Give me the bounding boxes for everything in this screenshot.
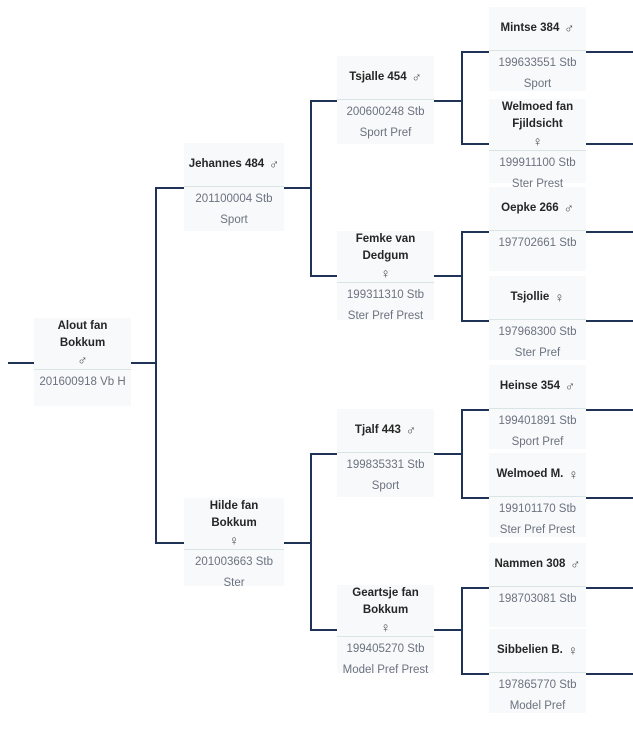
female-icon: ♀ — [380, 620, 391, 635]
connector-line — [461, 51, 463, 145]
registration-info: 198703081 Stb — [498, 593, 577, 605]
horse-name: Mintse 384 ♂ — [489, 7, 586, 51]
pedigree-node-nammen-308[interactable]: Nammen 308 ♂ 198703081 Stb — [489, 543, 586, 627]
horse-name: Nammen 308 ♂ — [489, 543, 586, 587]
male-icon: ♂ — [563, 201, 574, 216]
horse-name-label: Oepke 266 — [501, 202, 559, 214]
horse-name-label: Welmoed fan Fjildsicht — [501, 101, 574, 130]
horse-name: Geartsje fan Bokkum ♀ — [337, 585, 434, 637]
horse-name-label: Alout fan Bokkum — [57, 320, 108, 349]
registration-info: 199101170 Stb Ster Pref Prest — [498, 503, 577, 536]
horse-name-label: Welmoed M. — [496, 468, 564, 480]
male-icon: ♂ — [570, 557, 581, 572]
female-icon: ♀ — [568, 467, 579, 482]
registration-info: 199633551 Stb Sport — [498, 57, 577, 90]
horse-name-label: Femke van Dedgum — [355, 233, 416, 262]
pedigree-node-welmoed-m[interactable]: Welmoed M. ♀ 199101170 Stb Ster Pref Pres… — [489, 453, 586, 537]
connector-line — [461, 587, 463, 675]
horse-name-label: Jehannes 484 — [188, 158, 265, 170]
pedigree-node-mintse-384[interactable]: Mintse 384 ♂ 199633551 Stb Sport — [489, 7, 586, 91]
horse-name-label: Sibbelien B. — [497, 644, 563, 656]
horse-name-label: Tsjalle 454 — [349, 71, 407, 83]
horse-name: Tsjalle 454 ♂ — [337, 56, 434, 100]
registration-info: 199311310 Stb Ster Pref Prest — [346, 289, 425, 322]
horse-name: Alout fan Bokkum ♂ — [34, 318, 131, 370]
female-icon: ♀ — [380, 266, 391, 281]
horse-name: Oepke 266 ♂ — [489, 187, 586, 231]
horse-name-label: Hilde fan Bokkum — [209, 500, 259, 529]
connector-line — [155, 187, 157, 544]
horse-name: Tjalf 443 ♂ — [337, 409, 434, 453]
pedigree-node-tjalf-443[interactable]: Tjalf 443 ♂ 199835331 Stb Sport — [337, 409, 434, 497]
pedigree-node-heinse-354[interactable]: Heinse 354 ♂ 199401891 Stb Sport Pref — [489, 365, 586, 449]
female-icon: ♀ — [532, 134, 543, 149]
registration-info: 201100004 Stb Sport — [195, 193, 273, 226]
horse-name-label: Geartsje fan Bokkum — [352, 587, 419, 616]
registration-info: 201003663 Stb Ster — [194, 556, 274, 589]
registration-info: 199401891 Stb Sport Pref — [498, 415, 577, 448]
pedigree-node-sibbelien-b[interactable]: Sibbelien B. ♀ 197865770 Stb Model Pref — [489, 629, 586, 713]
male-icon: ♂ — [411, 70, 422, 85]
registration-info: 197968300 Stb Ster Pref — [498, 326, 577, 359]
connector-line — [461, 231, 463, 322]
horse-name: Tsjollie ♀ — [489, 276, 586, 320]
pedigree-node-tsjollie[interactable]: Tsjollie ♀ 197968300 Stb Ster Pref — [489, 276, 586, 360]
registration-info: 197865770 Stb Model Pref — [498, 679, 577, 712]
pedigree-node-femke-van-dedgum[interactable]: Femke van Dedgum ♀ 199311310 Stb Ster Pre… — [337, 231, 434, 322]
pedigree-node-tsjalle-454[interactable]: Tsjalle 454 ♂ 200600248 Stb Sport Pref — [337, 56, 434, 144]
horse-name-label: Tjalf 443 — [354, 424, 401, 436]
registration-info: 197702661 Stb — [498, 237, 577, 249]
connector-line — [461, 409, 463, 499]
female-icon: ♀ — [567, 643, 578, 658]
female-icon: ♀ — [228, 533, 240, 548]
pedigree-node-jehannes-484[interactable]: Jehannes 484 ♂ 201100004 Stb Sport — [184, 143, 284, 231]
registration-info: 201600918 Vb H — [39, 376, 126, 388]
horse-name: Jehannes 484 ♂ — [184, 143, 284, 187]
male-icon: ♂ — [564, 21, 575, 36]
male-icon: ♂ — [77, 353, 88, 368]
male-icon: ♂ — [269, 157, 280, 172]
male-icon: ♂ — [405, 423, 417, 438]
female-icon: ♀ — [554, 290, 565, 305]
registration-info: 199405270 Stb Model Pref Prest — [342, 643, 429, 676]
pedigree-node-alout-fan-bokkum[interactable]: Alout fan Bokkum ♂ 201600918 Vb H — [34, 318, 131, 406]
horse-name: Sibbelien B. ♀ — [489, 629, 586, 673]
horse-name: Hilde fan Bokkum ♀ — [184, 498, 284, 550]
horse-name-label: Mintse 384 — [500, 22, 560, 34]
registration-info: 199835331 Stb Sport — [346, 459, 425, 492]
horse-name-label: Tsjollie — [510, 291, 550, 303]
pedigree-node-geartsje-fan-bokkum[interactable]: Geartsje fan Bokkum ♀ 199405270 Stb Model… — [337, 585, 434, 676]
horse-name-label: Nammen 308 — [494, 558, 566, 570]
pedigree-node-hilde-fan-bokkum[interactable]: Hilde fan Bokkum ♀ 201003663 Stb Ster — [184, 498, 284, 589]
male-icon: ♂ — [564, 379, 576, 394]
horse-name: Welmoed M. ♀ — [489, 453, 586, 497]
horse-name: Heinse 354 ♂ — [489, 365, 586, 409]
horse-name: Welmoed fan Fjildsicht ♀ — [489, 99, 586, 151]
connector-line — [310, 100, 312, 277]
horse-name: Femke van Dedgum ♀ — [337, 231, 434, 283]
horse-name-label: Heinse 354 — [499, 380, 560, 392]
connector-line — [310, 453, 312, 631]
pedigree-node-welmoed-fan-fjildsicht[interactable]: Welmoed fan Fjildsicht♀ 199911100 Stb St… — [489, 99, 586, 190]
registration-info: 200600248 Stb Sport Pref — [346, 106, 425, 139]
pedigree-node-oepke-266[interactable]: Oepke 266 ♂ 197702661 Stb — [489, 187, 586, 271]
